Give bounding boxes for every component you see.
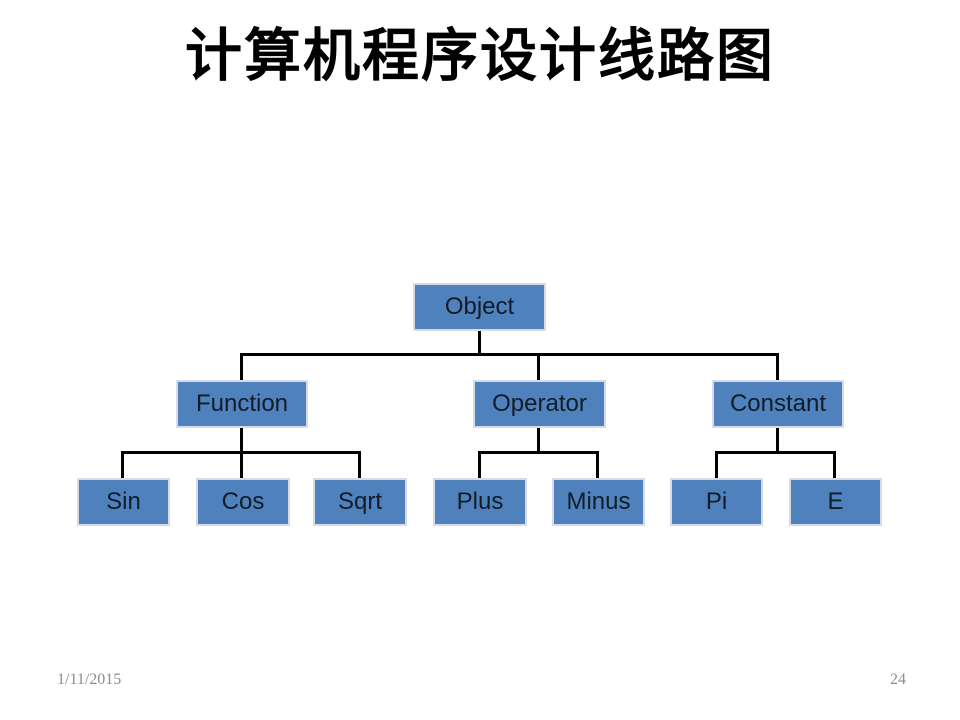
connector-drop-e — [833, 451, 836, 478]
connector-drop-minus — [596, 451, 599, 478]
node-object: Object — [413, 283, 546, 331]
connector-drop-sqrt — [358, 451, 361, 478]
connector-operator-bus — [478, 451, 599, 454]
node-constant: Constant — [712, 380, 844, 428]
node-pi: Pi — [670, 478, 763, 526]
connector-drop-plus — [478, 451, 481, 478]
connector-constant-bus — [715, 451, 836, 454]
node-sin: Sin — [77, 478, 170, 526]
connector-function-bus — [121, 451, 361, 454]
connector-constant-stem — [776, 428, 779, 454]
connector-drop-operator — [537, 353, 540, 380]
node-cos: Cos — [196, 478, 290, 526]
node-plus: Plus — [433, 478, 527, 526]
connector-operator-stem — [537, 428, 540, 454]
node-function: Function — [176, 380, 308, 428]
node-operator: Operator — [473, 380, 606, 428]
slide-title: 计算机程序设计线路图 — [185, 22, 775, 89]
footer-date: 1/11/2015 — [57, 671, 122, 688]
connector-level1-bus — [240, 353, 779, 356]
node-sqrt: Sqrt — [313, 478, 407, 526]
connector-drop-constant — [776, 353, 779, 380]
footer-page-number: 24 — [890, 671, 906, 688]
node-minus: Minus — [552, 478, 645, 526]
connector-drop-function — [240, 353, 243, 380]
connector-drop-pi — [715, 451, 718, 478]
connector-drop-sin — [121, 451, 124, 478]
node-e: E — [789, 478, 882, 526]
connector-object-stem — [478, 331, 481, 356]
